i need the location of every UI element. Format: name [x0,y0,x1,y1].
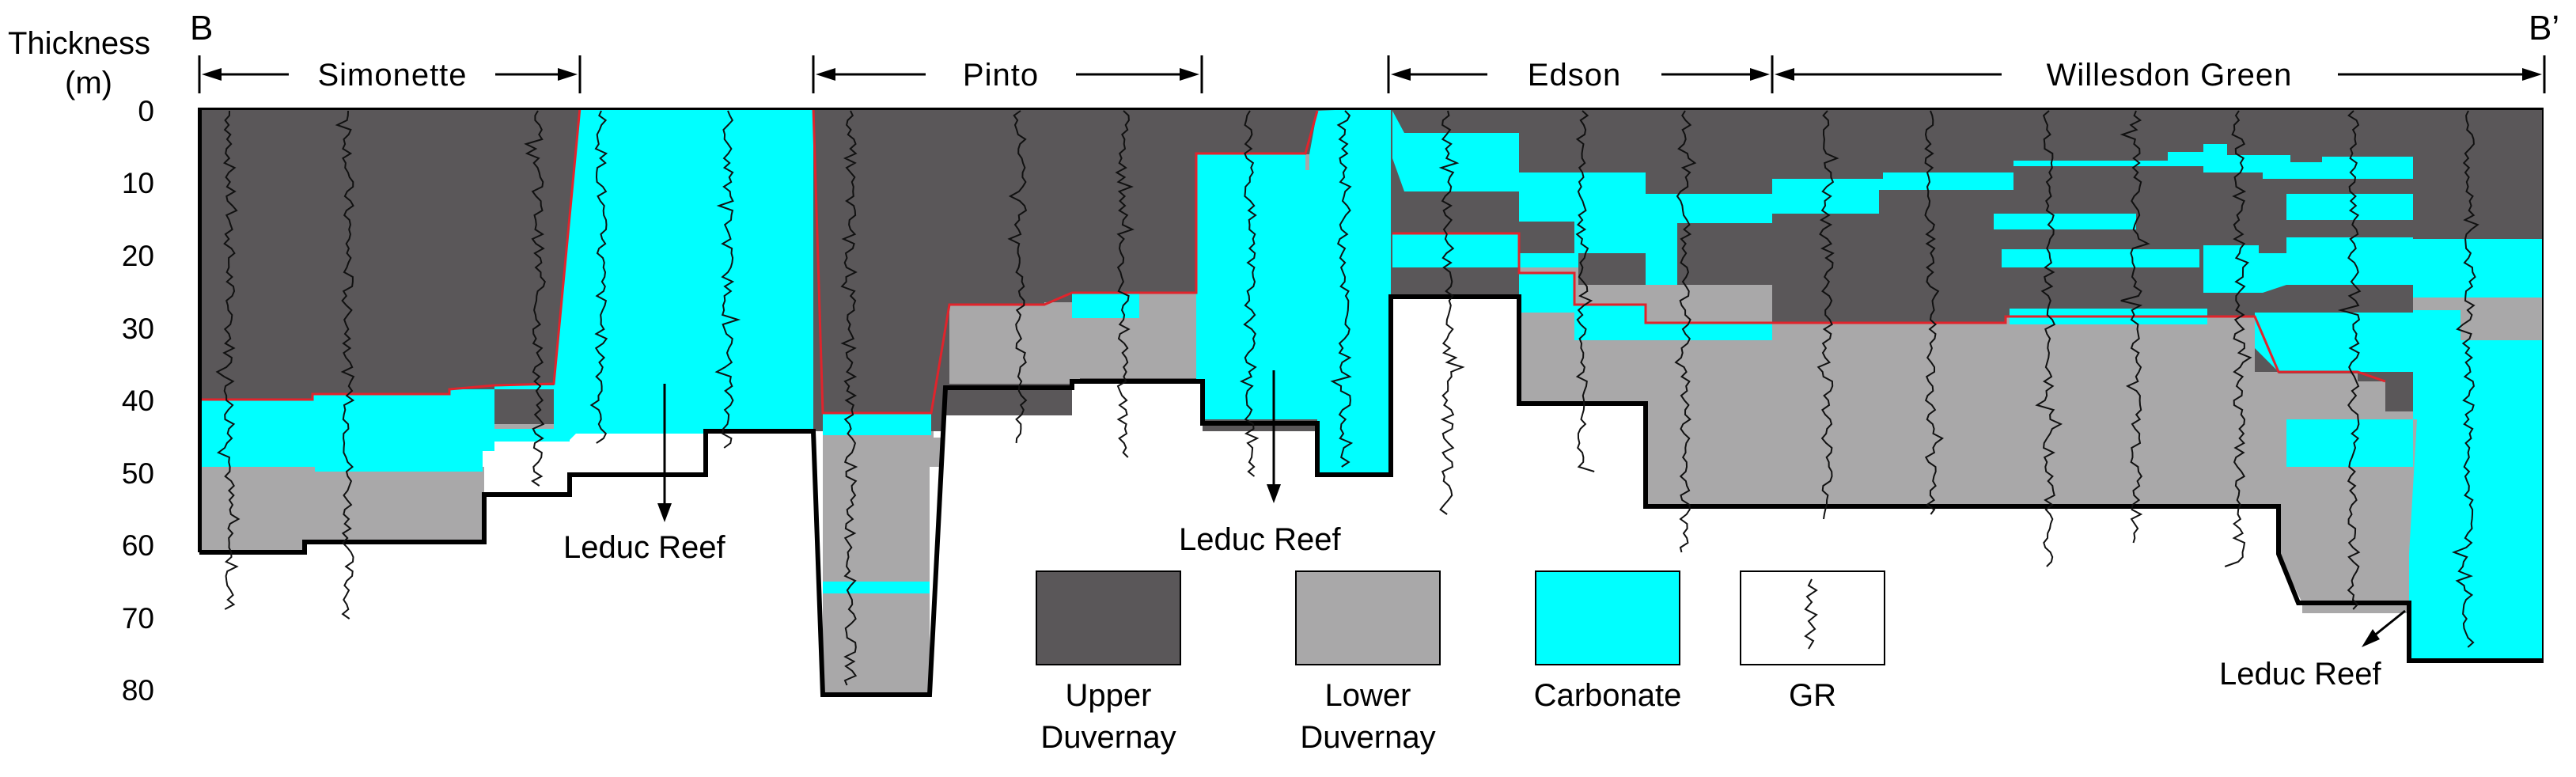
gr-log-trace-18 [2224,110,2252,567]
gr-log-trace-8 [1115,110,1135,458]
carbonate-willesdon-layer-e [2286,194,2413,220]
gr-log-trace-15 [1924,110,1945,515]
gr-log-trace-1 [215,110,241,610]
upper-lower-contact-line [199,108,581,401]
gr-log-trace-14 [1816,110,1839,520]
legend-upper-line1: Upper [1066,678,1152,713]
lower-duvernay-simonette-margin [494,424,570,429]
axis-title-line2: (m) [65,66,112,100]
legend-lower-line1: Lower [1325,678,1411,713]
leduc-reef-label-2: Leduc Reef [1179,522,1341,557]
legend-carbonate: Carbonate [1534,678,1682,713]
formation-base-line [199,294,2544,697]
gr-log-trace-10 [1330,110,1354,468]
carbonate-willesdon-layer-h [2286,419,2413,467]
legend-swatch-lower-duvernay [1295,570,1441,665]
leduc-arrows [657,370,2406,647]
gr-log-trace-11 [1438,110,1465,515]
lower-duvernay-willesdon-reef [2413,298,2544,340]
gr-log-trace-6 [840,110,858,686]
legend-upper-line2: Duvernay [1040,720,1176,755]
carbonate-willesdon-layer-g [2255,313,2413,372]
upper-lower-contact-line-edson [1392,232,2386,383]
axis-title-line1: Thickness [8,26,150,61]
upper-lower-contact-line-pinto [812,108,1319,415]
tick-70: 70 [122,602,154,635]
lower-duvernay-simonette [199,467,484,552]
carbonate-pinto-trough-top [823,413,931,435]
legend-swatch-upper-duvernay [1036,570,1181,665]
lower-duvernay-willesdon [1772,316,2433,613]
section-end-label: B’ [2529,9,2559,47]
gr-log-trace-12 [1575,110,1595,472]
tick-80: 80 [122,674,154,707]
carbonate-edson-band-1 [1392,111,2203,285]
carbonate-leduc-reef-simonette [554,108,813,442]
gr-log-trace-17 [2120,110,2150,544]
area-label-willesdon-green: Willesdon Green [2047,58,2293,93]
lower-duvernay-pinto-trough [823,431,945,695]
legend-gr: GR [1789,678,1836,713]
cross-section-body [198,108,2544,764]
area-label-simonette: Simonette [317,58,467,93]
legend-lower-line2: Duvernay [1300,720,1435,755]
tick-60: 60 [122,529,154,562]
gr-log-traces [215,110,2479,686]
gr-log-trace-7 [1007,110,1028,444]
area-label-pinto: Pinto [963,58,1039,93]
tick-20: 20 [122,240,154,272]
gr-log-trace-16 [2035,110,2063,567]
below-base-mask [199,297,2544,764]
formation-top-line [198,108,2544,661]
y-axis-ticks: 0 10 20 30 40 50 60 70 80 [122,95,154,707]
legend: Upper Duvernay Lower Duvernay Carbonate … [1036,570,1885,755]
leduc-reef-label-3: Leduc Reef [2219,657,2381,692]
carbonate-willesdon-layer-d [2203,144,2413,179]
area-label-edson: Edson [1528,58,1621,93]
gr-log-icon [1804,578,1818,650]
gr-log-trace-13 [1674,110,1697,553]
section-start-label: B [190,9,213,47]
carbonate-willesdon-layer-a [1994,214,2136,229]
gr-log-trace-4 [589,110,608,444]
gr-log-trace-2 [335,110,355,620]
leduc-reef-label-1: Leduc Reef [563,530,725,565]
carbonate-pinto-reef-upper [1196,154,1305,176]
carbonate-willesdon-layer-b [2002,249,2199,267]
carbonate-pinto-trough-band [823,582,930,593]
tick-50: 50 [122,457,154,490]
carbonate-edson-band-2 [1392,233,1578,267]
carbonate-simonette-base [199,385,558,472]
legend-swatch-carbonate [1535,570,1680,665]
tick-30: 30 [122,313,154,345]
gr-log-trace-9 [1239,110,1260,477]
gr-log-trace-3 [524,110,546,487]
gr-log-trace-19 [2337,110,2362,610]
gr-log-trace-20 [2451,110,2479,648]
area-brackets [198,55,2546,93]
tick-40: 40 [122,385,154,417]
tick-0: 0 [138,95,154,127]
carbonate-leduc-reef-willesdon [2409,239,2544,661]
carbonate-simonette-margin [494,427,570,442]
carbonate-willesdon-layer-f [2203,237,2413,293]
tick-10: 10 [122,167,154,199]
gr-log-trace-5 [714,110,741,449]
lower-duvernay-willesdon-block [2279,475,2413,554]
